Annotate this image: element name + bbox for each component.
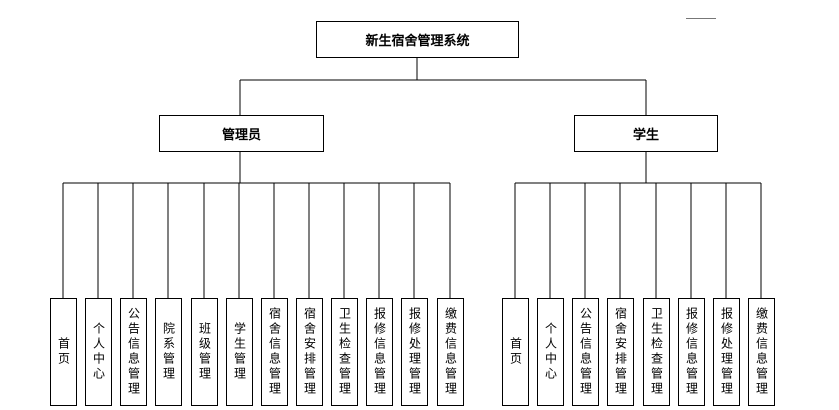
root-node-label: 新生宿舍管理系统 — [365, 34, 470, 49]
module-box: 卫生检查管理 — [331, 298, 358, 406]
module-box: 报修信息管理 — [366, 298, 393, 406]
module-box: 首页 — [50, 298, 77, 406]
root-node: 新生宿舍管理系统 — [316, 21, 519, 58]
module-label: 学生管理 — [232, 322, 247, 382]
module-label: 公告信息管理 — [126, 307, 141, 397]
module-box: 报修信息管理 — [678, 298, 705, 406]
module-box: 缴费信息管理 — [748, 298, 775, 406]
branch-student: 学生 — [574, 115, 718, 152]
branch-student-label: 学生 — [632, 128, 659, 143]
module-box: 院系管理 — [155, 298, 182, 406]
module-label: 宿舍安排管理 — [613, 307, 628, 397]
module-box: 个人中心 — [537, 298, 564, 406]
module-box: 卫生检查管理 — [643, 298, 670, 406]
module-label: 首页 — [56, 337, 71, 367]
module-box: 宿舍安排管理 — [607, 298, 634, 406]
module-label: 班级管理 — [197, 322, 212, 382]
module-label: 缴费信息管理 — [443, 307, 458, 397]
module-label: 宿舍信息管理 — [267, 307, 282, 397]
branch-admin-label: 管理员 — [221, 128, 261, 143]
module-label: 报修信息管理 — [372, 307, 387, 397]
module-box: 报修处理管理 — [713, 298, 740, 406]
module-box: 宿舍安排管理 — [296, 298, 323, 406]
module-box: 缴费信息管理 — [437, 298, 464, 406]
module-label: 公告信息管理 — [578, 307, 593, 397]
module-box: 学生管理 — [226, 298, 253, 406]
module-label: 缴费信息管理 — [754, 307, 769, 397]
module-label: 个人中心 — [543, 322, 558, 382]
module-box: 班级管理 — [191, 298, 218, 406]
module-label: 院系管理 — [161, 322, 176, 382]
module-box: 报修处理管理 — [401, 298, 428, 406]
module-label: 卫生检查管理 — [649, 307, 664, 397]
module-label: 报修处理管理 — [719, 307, 734, 397]
module-box: 宿舍信息管理 — [261, 298, 288, 406]
module-label: 宿舍安排管理 — [302, 307, 317, 397]
module-label: 报修信息管理 — [684, 307, 699, 397]
module-box: 公告信息管理 — [120, 298, 147, 406]
module-box: 首页 — [502, 298, 529, 406]
module-box: 公告信息管理 — [572, 298, 599, 406]
edge-mark — [686, 18, 716, 19]
module-label: 个人中心 — [91, 322, 106, 382]
branch-admin: 管理员 — [159, 115, 324, 152]
module-label: 报修处理管理 — [407, 307, 422, 397]
module-box: 个人中心 — [85, 298, 112, 406]
module-label: 卫生检查管理 — [337, 307, 352, 397]
module-label: 首页 — [508, 337, 523, 367]
